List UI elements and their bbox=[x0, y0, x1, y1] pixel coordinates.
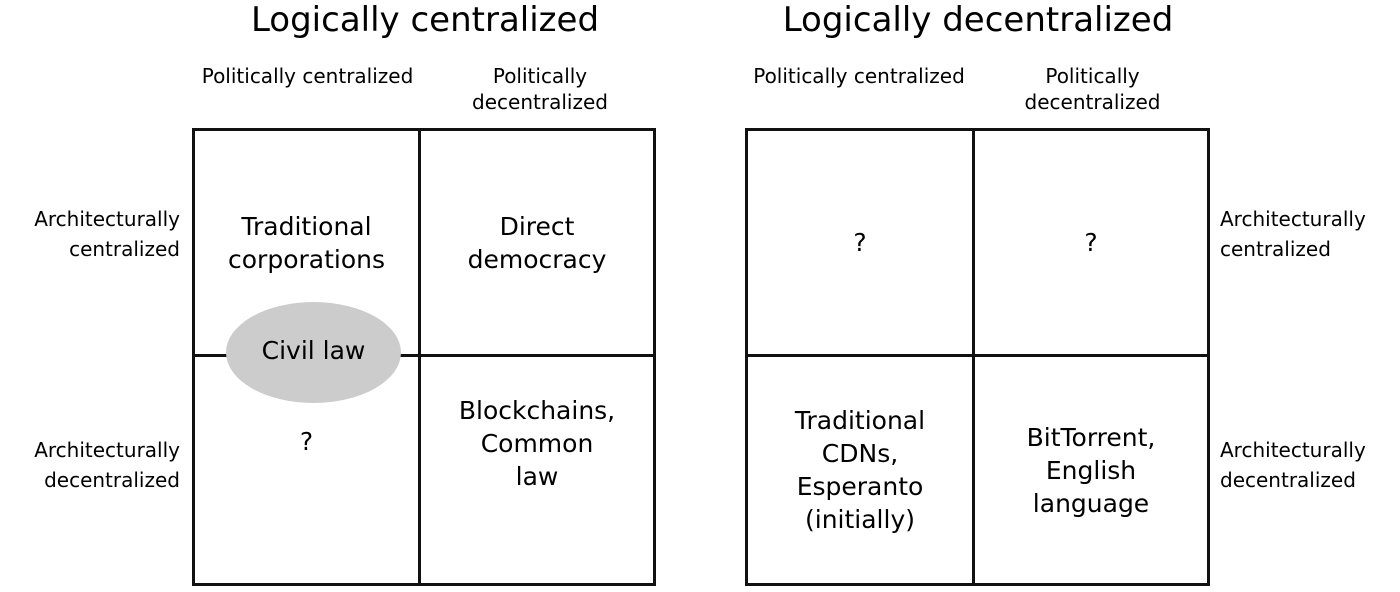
right-matrix-column-header-0: Politically centralized bbox=[753, 64, 965, 88]
left-matrix-cell-r1c1[interactable]: Blockchains, Common law bbox=[421, 357, 653, 583]
left-matrix-cell-r1c0-text: ? bbox=[299, 427, 314, 456]
left-matrix-column-header-0: Politically centralized bbox=[201, 64, 414, 88]
right-matrix-row-label-1: Architecturally decentralized bbox=[1220, 438, 1366, 492]
right-matrix-cell-r0c0-text: ? bbox=[853, 228, 867, 257]
left-matrix-cell-r1c1-text: Blockchains, Common law bbox=[458, 396, 616, 491]
left-matrix-cell-r0c1-text: Direct democracy bbox=[467, 211, 607, 274]
right-matrix-cell-r1c1-text: BitTorrent, English language bbox=[1026, 422, 1156, 518]
left-matrix-cell-r0c0-text: Traditional corporations bbox=[228, 211, 385, 274]
right-matrix-column-header-1: Politically decentralized bbox=[1024, 64, 1161, 114]
left-matrix-cell-r1c0[interactable]: ? bbox=[195, 357, 418, 583]
right-matrix-row-label-0: Architecturally centralized bbox=[1220, 207, 1366, 261]
civil-law-ellipse-label: Civil law bbox=[261, 335, 366, 365]
left-matrix-row-label-1: Architecturally decentralized bbox=[34, 438, 180, 492]
right-matrix-title: Logically decentralized bbox=[782, 0, 1174, 40]
right-matrix-cell-r1c0-text: Traditional CDNs, Esperanto (initially) bbox=[794, 406, 926, 534]
left-matrix-title: Logically centralized bbox=[250, 0, 600, 40]
left-matrix-cell-r0c0[interactable]: Traditional corporations bbox=[195, 131, 418, 354]
right-matrix-grid: ? ? Traditional CDNs, Esperanto (initial… bbox=[745, 128, 1210, 586]
left-matrix-vertical-divider bbox=[418, 131, 421, 583]
right-matrix-cell-r1c0[interactable]: Traditional CDNs, Esperanto (initially) bbox=[748, 357, 972, 583]
civil-law-ellipse[interactable]: Civil law bbox=[226, 302, 401, 403]
right-matrix-cell-r0c0[interactable]: ? bbox=[748, 131, 972, 354]
left-matrix-row-label-0: Architecturally centralized bbox=[34, 207, 180, 261]
right-matrix-vertical-divider bbox=[972, 131, 975, 583]
right-matrix-horizontal-divider bbox=[748, 354, 1207, 357]
left-matrix-column-header-1: Politically decentralized bbox=[472, 64, 608, 114]
right-matrix-cell-r1c1[interactable]: BitTorrent, English language bbox=[975, 357, 1207, 583]
left-matrix-cell-r0c1[interactable]: Direct democracy bbox=[421, 131, 653, 354]
right-matrix-cell-r0c1-text: ? bbox=[1084, 228, 1098, 257]
right-matrix-cell-r0c1[interactable]: ? bbox=[975, 131, 1207, 354]
left-matrix-horizontal-divider bbox=[195, 354, 653, 357]
